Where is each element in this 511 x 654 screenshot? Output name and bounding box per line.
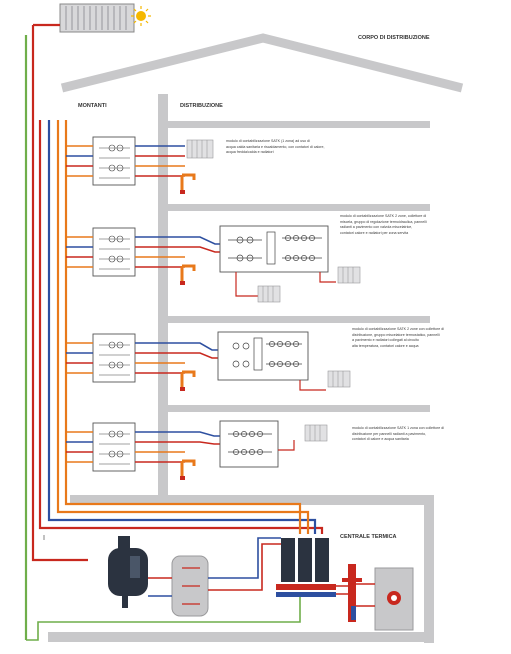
faucet-icon — [180, 370, 196, 391]
cold-water-inlet — [26, 597, 301, 641]
note-line: modulo di contabilizzazione SATK 1 zona … — [352, 426, 445, 430]
plant-room-label: CENTRALE TERMICA — [340, 534, 397, 540]
floor-3-module — [66, 331, 351, 391]
note-line: acqua fredda/calda e radiatori — [226, 150, 274, 155]
floor-1-note: modulo di contabilizzazione SATK (1 zona… — [226, 139, 376, 156]
note-line: alta temperatura, contatori calore e acq… — [352, 343, 419, 348]
column-label-risers: MONTANTI — [78, 103, 107, 109]
note-line: contatori di calore e acqua sanitaria — [352, 437, 409, 442]
radiator-icon — [304, 424, 328, 442]
floor-4-note: modulo di contabilizzazione SATK 1 zona … — [352, 426, 502, 443]
roof-title: CORPO DI DISTRIBUZIONE — [358, 35, 430, 41]
note-line: distribuzione per pannelli radianti a pa… — [352, 431, 427, 436]
faucet-icon — [180, 459, 196, 480]
radiator-icon — [186, 139, 214, 159]
floor-4-module — [66, 420, 328, 480]
note-line: radianti a pavimento con valvola miscela… — [340, 225, 413, 230]
building-walls — [48, 94, 434, 643]
storage-tank-icon — [148, 555, 209, 617]
heat-generator — [336, 564, 414, 631]
radiator-icon — [257, 266, 361, 303]
faucet-icon — [180, 173, 196, 194]
note-line: miscela, gruppo di regolazione termoidra… — [340, 219, 427, 224]
solar-panel-icon — [59, 3, 135, 33]
manifold-icon — [217, 331, 326, 391]
note-line: contatori calore e radiatori per zona se… — [340, 230, 409, 235]
floor-2-note: modulo di contabilizzazione SATK 2 zone,… — [340, 214, 490, 236]
boiler-icon — [108, 536, 148, 608]
note-line: a pavimento e radiatori collegati al cir… — [352, 338, 419, 343]
floor-1-module — [66, 136, 214, 194]
roof — [60, 33, 464, 93]
note-line: modulo di contabilizzazione SATK 2 zone … — [352, 327, 445, 331]
faucet-icon — [180, 264, 196, 285]
floor-3-note: modulo di contabilizzazione SATK 2 zone … — [352, 327, 502, 349]
pump-group — [208, 537, 336, 597]
note-line: modulo di contabilizzazione SATK 2 zone,… — [340, 214, 427, 218]
riser-pipes — [24, 23, 324, 640]
note-line: distribuzione, gruppo miscelatore termos… — [352, 332, 440, 337]
manifold-icon — [219, 420, 295, 468]
note-line: modulo di contabilizzazione SATK (1 zona… — [226, 139, 310, 143]
note-line: acqua calda sanitaria e riscaldamento, c… — [226, 144, 325, 149]
radiator-icon — [327, 370, 351, 388]
floor-2-module — [66, 225, 361, 303]
manifold-icon — [219, 225, 336, 297]
column-label-distribution: DISTRIBUZIONE — [180, 103, 223, 109]
sun-icon — [131, 6, 151, 26]
